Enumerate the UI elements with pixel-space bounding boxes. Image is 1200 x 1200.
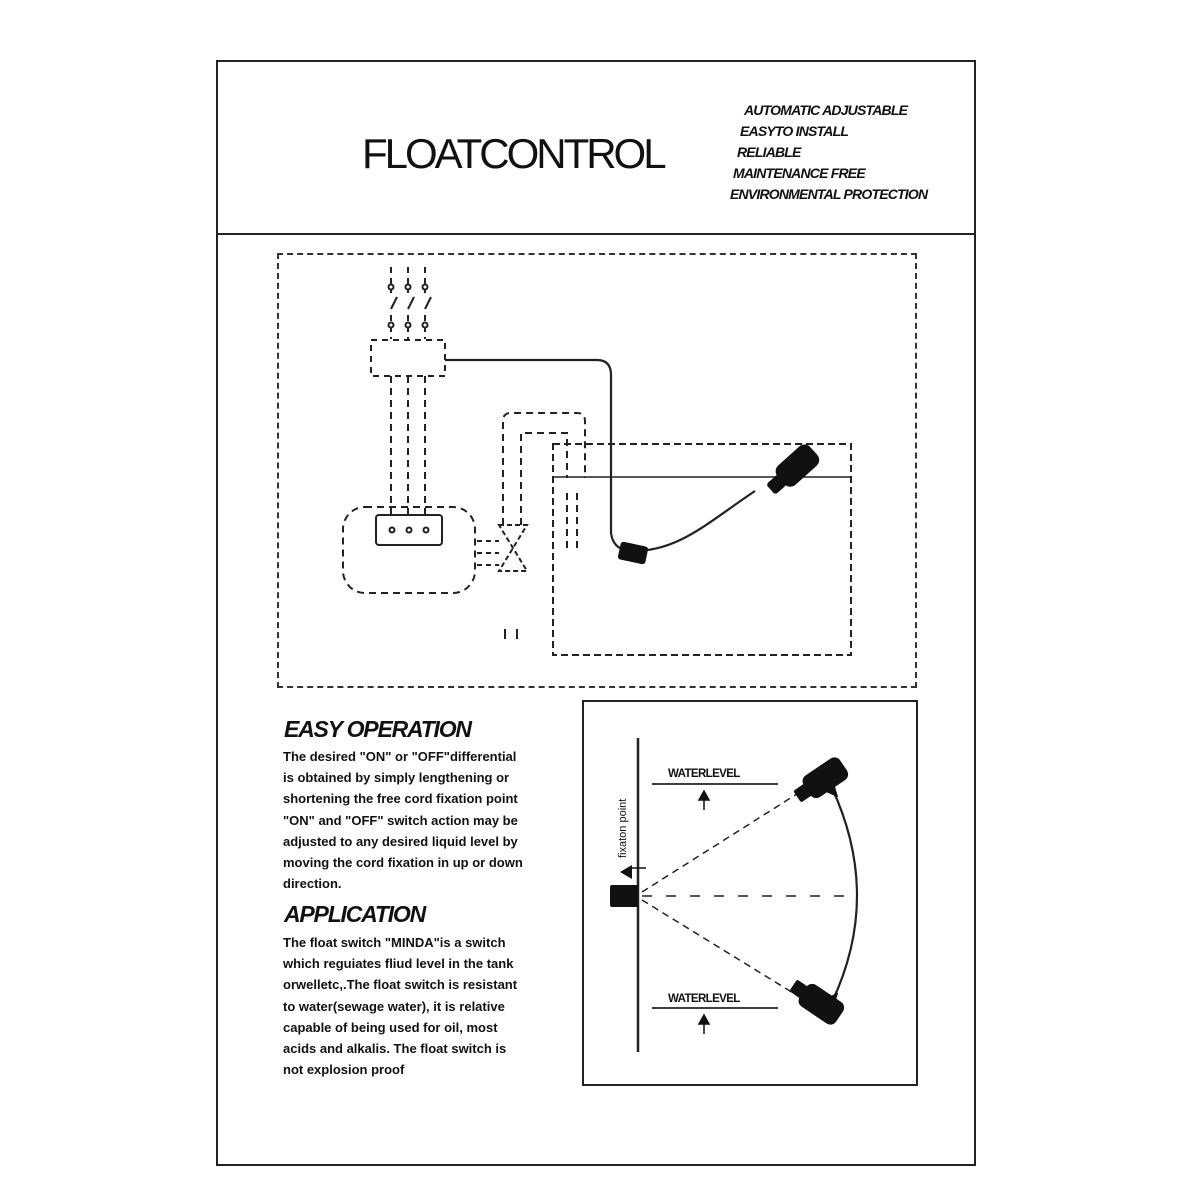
- fixation-point-label: fixaton point: [617, 799, 629, 858]
- application-text: The float switch "MINDA"is a switch whic…: [283, 932, 573, 1080]
- installation-schematic: [342, 267, 852, 656]
- float-travel-arc: [831, 787, 859, 1003]
- feature-item: AUTOMATIC ADJUSTABLE: [744, 102, 908, 118]
- float-cord-anchor: [617, 541, 649, 565]
- text-line: which reguiates fliud level in the tank: [283, 956, 514, 972]
- float-switch-upper: [767, 444, 820, 494]
- feature-list: AUTOMATIC ADJUSTABLE EASYTO INSTALL RELI…: [728, 100, 928, 205]
- feature-item: RELIABLE: [737, 144, 801, 160]
- water-level-label-bottom: WATERLEVEL: [668, 993, 740, 1005]
- feature-item: ENVIRONMENTAL PROTECTION: [730, 186, 928, 202]
- easy-operation-text: The desired "ON" or "OFF"differential is…: [283, 746, 573, 894]
- text-line: not explosion proof: [283, 1062, 405, 1078]
- control-box: [370, 339, 446, 377]
- float-switch-upper: [793, 757, 849, 802]
- text-line: moving the cord fixation in up or down: [283, 855, 523, 871]
- application-heading: APPLICATION: [284, 901, 426, 927]
- tank: [552, 443, 852, 656]
- feature-item: EASYTO INSTALL: [740, 123, 849, 139]
- valve-symbol: [497, 524, 529, 572]
- header-divider: [216, 233, 976, 235]
- discharge-pipe: [502, 412, 586, 525]
- text-line: direction.: [283, 876, 342, 892]
- text-line: orwelletc,.The float switch is resistant: [283, 977, 518, 993]
- page-title: FLOATCONTROL: [362, 130, 667, 177]
- cord-fixation-block: [610, 885, 638, 907]
- text-line: The float switch "MINDA"is a switch: [283, 935, 506, 950]
- water-level-diagram-frame: [582, 700, 918, 1086]
- text-line: The desired "ON" or "OFF"differential: [283, 749, 517, 764]
- feature-item: MAINTENANCE FREE: [733, 165, 866, 181]
- arrow-icon: [620, 865, 632, 879]
- text-line: adjusted to any desired liquid level by: [283, 833, 518, 849]
- text-line: to water(sewage water), it is relative: [283, 998, 505, 1014]
- motor-terminal-box: [375, 514, 443, 546]
- pump-motor: [342, 506, 476, 594]
- float-cable-solid: [445, 358, 756, 553]
- document-sheet: [216, 60, 976, 1166]
- text-line: shortening the free cord fixation point: [283, 791, 518, 807]
- text-line: capable of being used for oil, most: [283, 1019, 498, 1035]
- water-level-label-top: WATERLEVEL: [668, 768, 740, 780]
- text-line: "ON" and "OFF" switch action may be: [283, 812, 518, 828]
- float-switch-lower: [789, 980, 845, 1025]
- easy-operation-heading: EASY OPERATION: [284, 716, 472, 742]
- water-level-diagram: WATERLEVEL WATERLEVEL fixaton point: [610, 738, 859, 1052]
- installation-diagram-frame: [277, 253, 917, 688]
- text-line: acids and alkalis. The float switch is: [283, 1041, 507, 1057]
- text-line: is obtained by simply lengthening or: [283, 770, 510, 786]
